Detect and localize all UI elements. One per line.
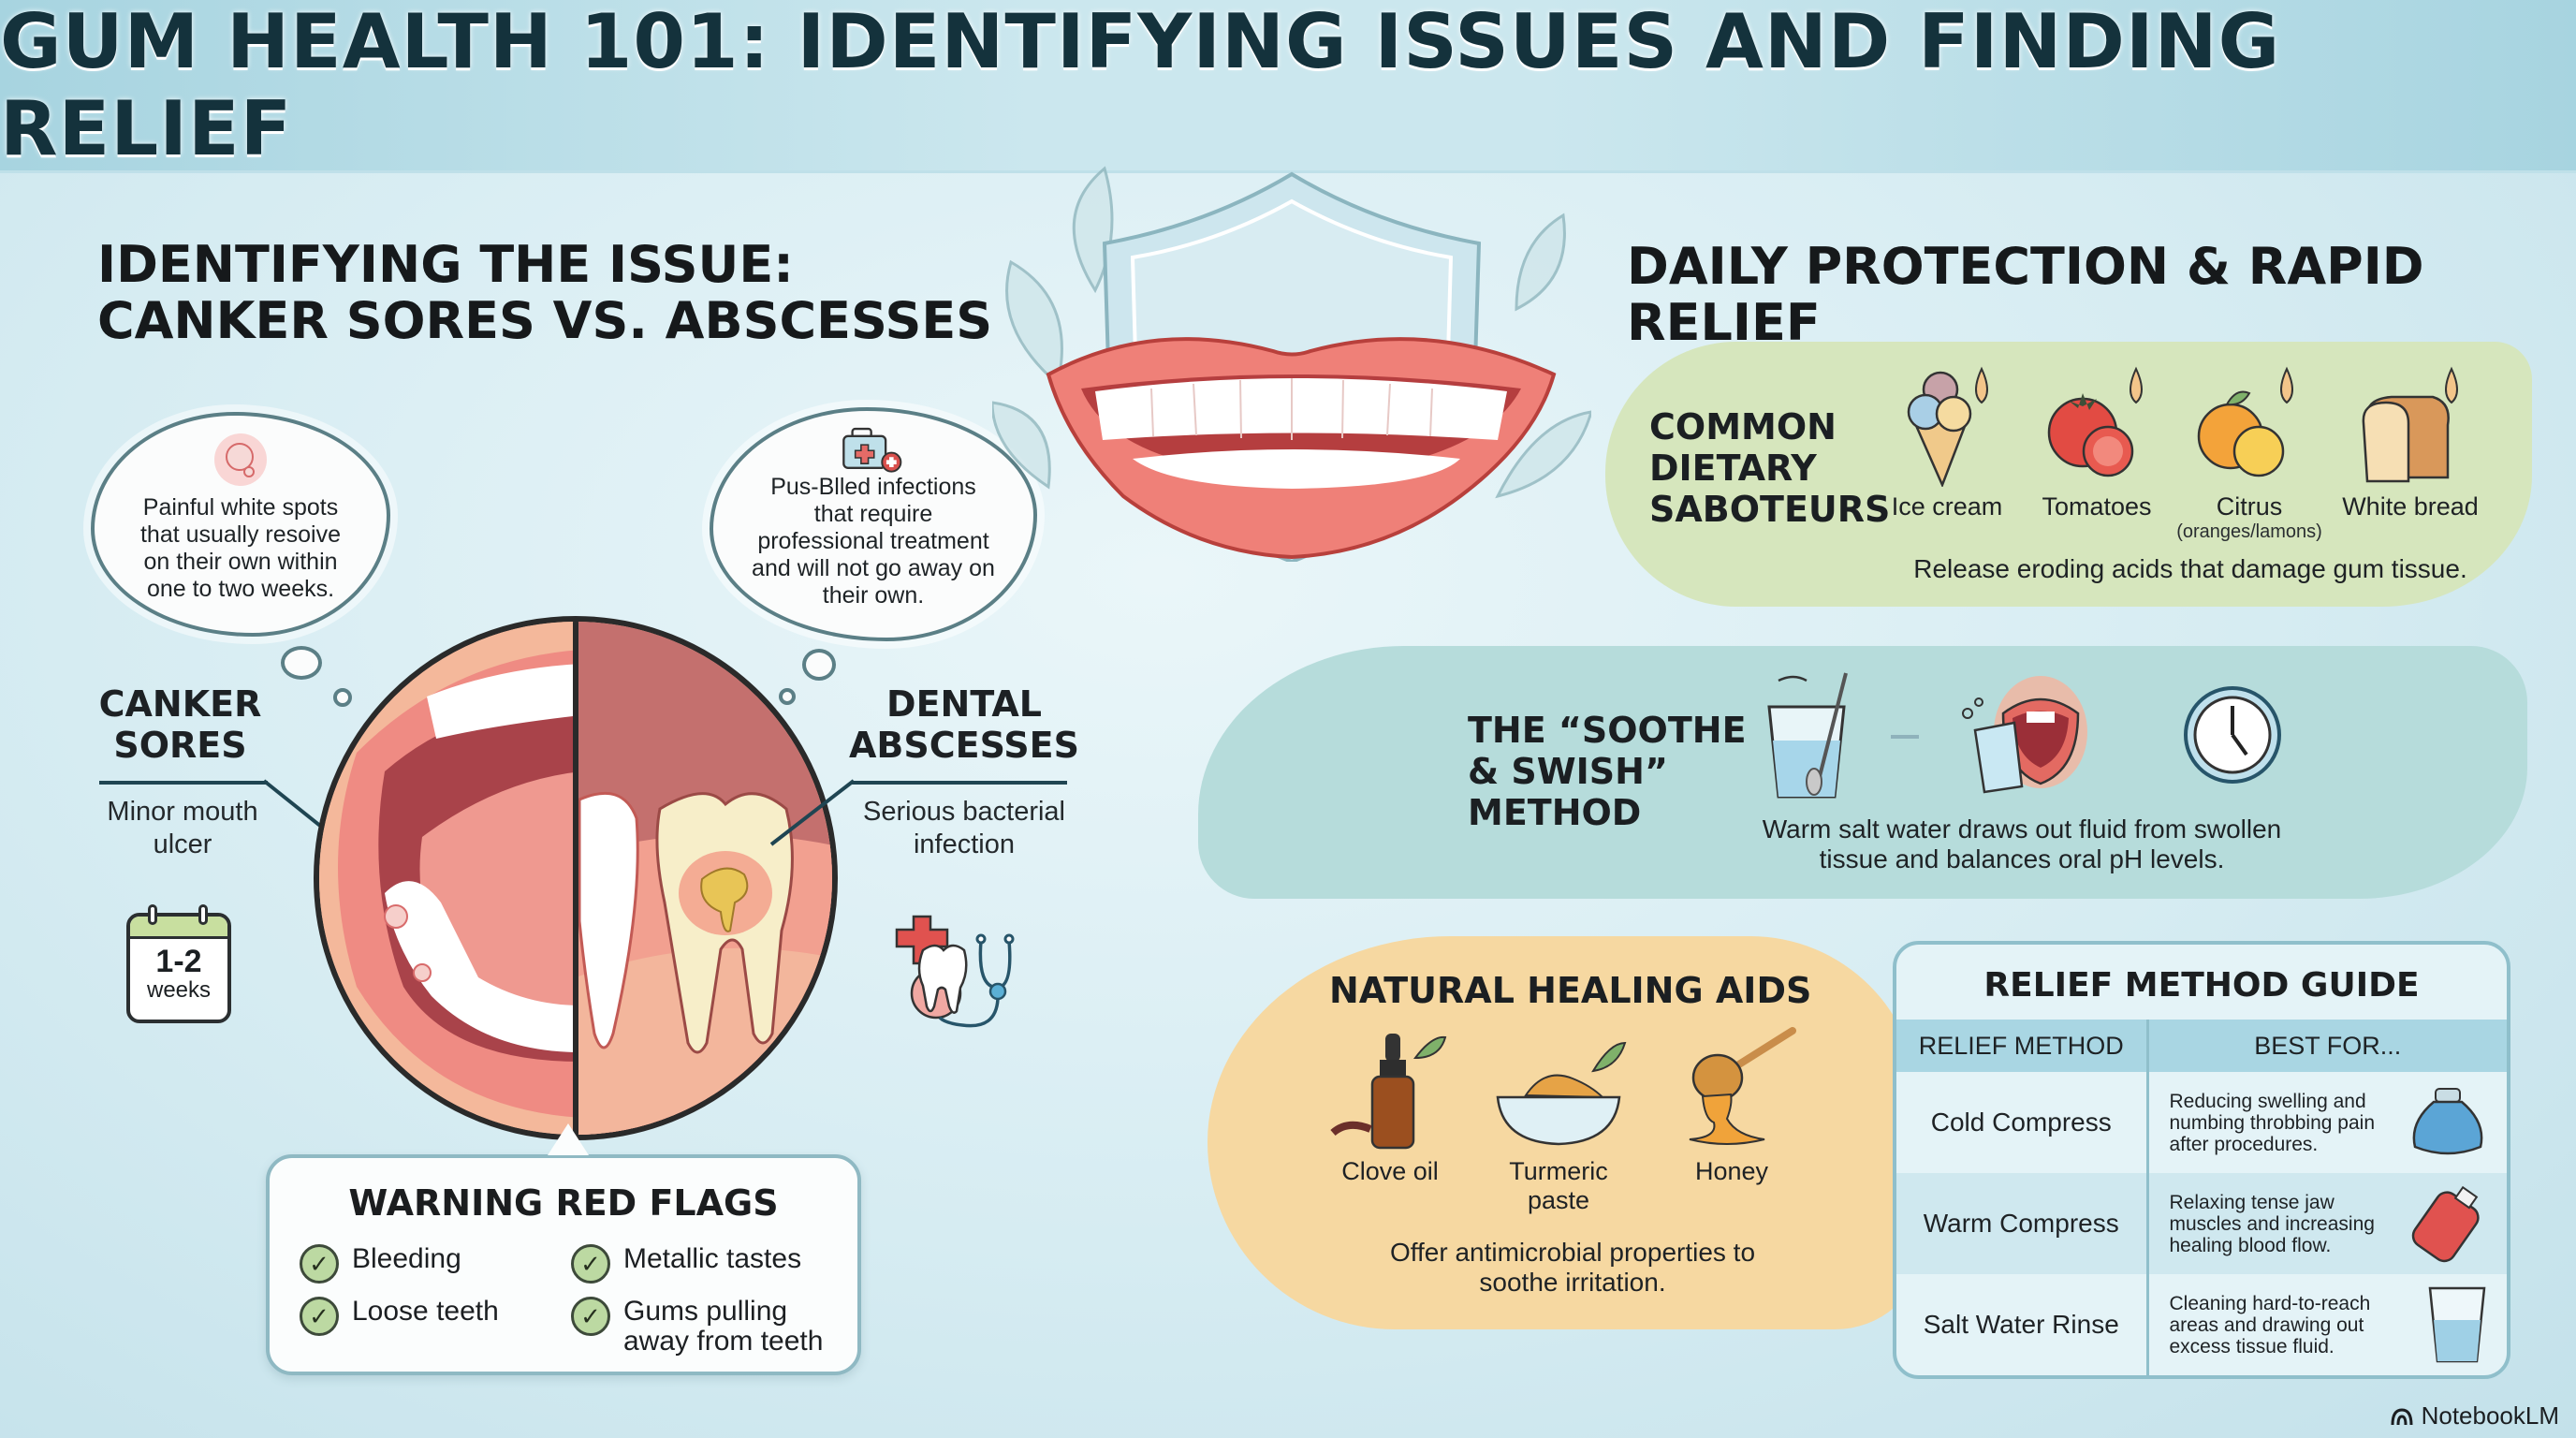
ice-pack-icon [2412, 1088, 2483, 1155]
check-icon: ✓ [300, 1244, 339, 1284]
sore-spot-icon [214, 433, 267, 486]
mouth-comparison-illustration [314, 616, 838, 1140]
abscess-pointer-line [769, 779, 856, 846]
soothe-swish-description: Warm salt water draws out fluid from swo… [1762, 814, 2282, 873]
check-icon: ✓ [571, 1244, 610, 1284]
notebooklm-logo-icon [2391, 1407, 2413, 1425]
canker-subtitle: Minor mouth ulcer [107, 797, 258, 859]
abscess-subtitle: Serious bacterial infection [863, 797, 1065, 859]
flag-item: ✓Gums pulling away from teeth [571, 1297, 852, 1357]
notebooklm-brand: NotebookLM [2390, 1401, 2559, 1431]
table-row: Cold Compress Reducing swelling and numb… [1896, 1072, 2507, 1173]
circle-divider [573, 622, 578, 1135]
flag-item: ✓Bleeding [300, 1244, 543, 1284]
first-aid-kit-icon [842, 427, 902, 473]
bread-icon [2362, 366, 2458, 483]
canker-thought-bubble: Painful white spots that usually resoive… [91, 412, 390, 637]
canker-sores-label: CANKER SORES [98, 683, 262, 766]
food-ice-cream: Ice cream [1891, 365, 2003, 521]
check-icon: ✓ [300, 1297, 339, 1336]
calendar-ring [148, 904, 157, 925]
natural-healing-description: Offer antimicrobial properties to soothe… [1389, 1238, 1756, 1297]
healthy-smile-shield-illustration [992, 166, 1591, 562]
turmeric-bowl-icon [1496, 1041, 1627, 1146]
food-tomatoes: Tomatoes [2036, 365, 2158, 521]
flag-item: ✓Loose teeth [300, 1297, 543, 1357]
ice-cream-icon [1907, 366, 1988, 487]
soothe-swish-title: THE “SOOTHE & SWISH” METHOD [1468, 710, 1747, 833]
honey-dipper-icon [1689, 1027, 1796, 1145]
tomato-icon [2047, 366, 2143, 477]
hot-water-bottle-icon [2411, 1185, 2480, 1263]
right-section-title: DAILY PROTECTION & RAPID RELIEF [1627, 237, 2424, 352]
natural-honey: Honey [1657, 1025, 1807, 1186]
canker-mouth-half [319, 622, 581, 1135]
arrow-icon [1891, 735, 1919, 739]
citrus-icon [2197, 366, 2293, 477]
page-title: GUM HEALTH 101: IDENTIFYING ISSUES AND F… [0, 0, 2281, 172]
dental-care-icon [895, 915, 1015, 1028]
table-row: Warm Compress Relaxing tense jaw muscles… [1896, 1173, 2507, 1274]
header-banner: GUM HEALTH 101: IDENTIFYING ISSUES AND F… [0, 0, 2576, 173]
natural-healing-title: NATURAL HEALING AIDS [1329, 970, 1812, 1011]
abscess-leader-line [852, 781, 1067, 785]
column-header-best-for: BEST FOR... [2145, 1020, 2507, 1072]
calendar-ring [198, 904, 208, 925]
natural-turmeric-paste: Turmeric paste [1488, 1030, 1629, 1215]
relief-method-guide: RELIEF METHOD GUIDE RELIEF METHOD BEST F… [1893, 941, 2510, 1379]
clock-icon [2184, 686, 2281, 784]
abscess-tooth-half [576, 622, 832, 1135]
calendar-icon: 1-2 weeks [126, 913, 231, 1023]
saboteurs-description: Release eroding acids that damage gum ti… [1913, 554, 2467, 583]
saboteurs-title: COMMON DIETARY SABOTEURS [1649, 406, 1891, 530]
left-section-title: IDENTIFYING THE ISSUE: CANKER SORES VS. … [97, 235, 993, 350]
table-row: Salt Water Rinse Cleaning hard-to-reach … [1896, 1274, 2507, 1375]
canker-leader-line [99, 781, 268, 785]
abscess-thought-bubble: Pus-Blled infections that require profes… [710, 407, 1037, 641]
swishing-mouth-icon [1962, 676, 2087, 794]
soothe-swish-band [1198, 646, 2527, 899]
check-icon: ✓ [571, 1297, 610, 1336]
water-glass-icon [2428, 1286, 2486, 1363]
natural-clove-oil: Clove oil [1310, 1030, 1470, 1186]
dental-abscesses-label: DENTAL ABSCESSES [849, 683, 1079, 766]
salt-water-glass-icon [1767, 672, 1848, 799]
flag-item: ✓Metallic tastes [571, 1244, 852, 1284]
food-white-bread: White bread [2331, 365, 2490, 521]
relief-table: RELIEF METHOD BEST FOR... Cold Compress … [1896, 1020, 2507, 1375]
warning-red-flags-box: WARNING RED FLAGS ✓Bleeding ✓Metallic ta… [266, 1154, 861, 1375]
food-citrus: Citrus (oranges/lamons) [2170, 365, 2329, 543]
clove-oil-icon [1330, 1034, 1447, 1150]
thought-dot [281, 646, 322, 680]
warning-pointer [548, 1123, 589, 1155]
column-header-method: RELIEF METHOD [1896, 1020, 2147, 1072]
